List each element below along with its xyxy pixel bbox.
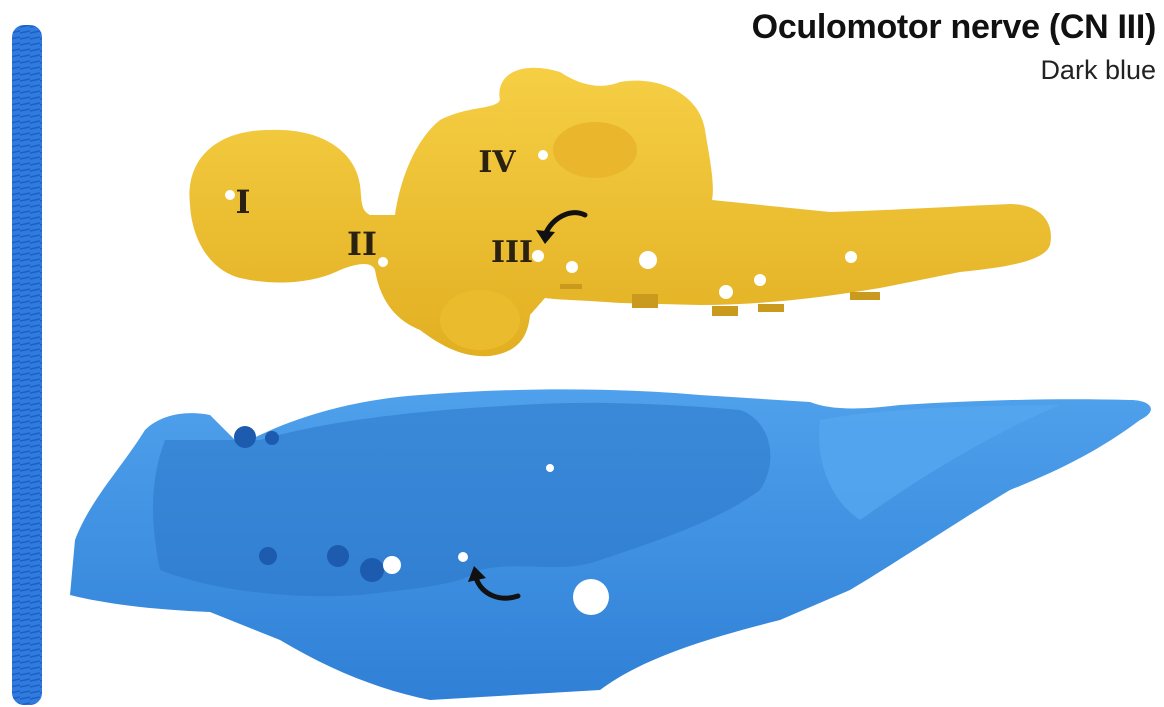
label-ii: II	[347, 225, 377, 263]
label-i: I	[236, 183, 251, 221]
page-title: Oculomotor nerve (CN III)	[752, 8, 1156, 47]
nerve-strand	[12, 25, 42, 705]
label-iv: IV	[478, 145, 516, 180]
title-block: Oculomotor nerve (CN III) Dark blue	[752, 8, 1156, 86]
color-legend-subtitle: Dark blue	[752, 55, 1156, 86]
label-iii: III	[491, 235, 533, 270]
brain-model	[189, 68, 1050, 356]
skull-base-model	[70, 389, 1151, 700]
